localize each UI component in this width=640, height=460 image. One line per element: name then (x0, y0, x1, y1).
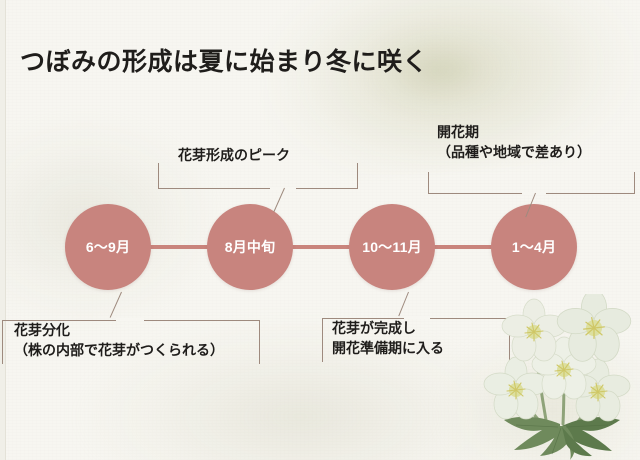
flower-stems (514, 344, 600, 427)
flower-4 (483, 356, 549, 420)
callout-leader-peak (273, 187, 285, 212)
callout-label-peak-line-1: 花芽形成のピーク (178, 147, 290, 163)
background-wash-bottom-right (410, 300, 640, 460)
timeline-node-1-label: 6〜9月 (85, 239, 131, 255)
timeline-node-2-label: 8月中旬 (224, 239, 276, 255)
callout-label-bloom: 開花期 （品種や地域で差あり） (437, 122, 591, 163)
left-accent-bar (0, 0, 6, 460)
callout-bracket-peak (158, 163, 358, 189)
callout-bracket-bloom (428, 172, 635, 194)
callout-label-differentiation: 花芽分化 （株の内部で花芽がつくられる） (14, 320, 224, 361)
callout-leader-differentiation (109, 291, 122, 318)
flower-leaves (504, 416, 620, 460)
flower-2 (556, 294, 632, 362)
timeline-connector-1 (148, 245, 210, 249)
callout-label-differentiation-line-1: 花芽分化 (14, 322, 70, 338)
callout-bracket-peak-notch (270, 187, 296, 190)
timeline-node-4[interactable]: 1〜4月 (491, 204, 577, 290)
flower-5 (565, 358, 631, 422)
callout-leader-ready (398, 291, 409, 317)
flower-3 (531, 336, 597, 400)
callout-label-ready: 花芽が完成し 開花準備期に入る (332, 318, 444, 359)
timeline-node-3[interactable]: 10〜11月 (349, 204, 435, 290)
callout-label-differentiation-line-2: （株の内部で花芽がつくられる） (14, 342, 224, 359)
hellebore-flowers-illustration (483, 294, 632, 460)
page-title: つぼみの形成は夏に始まり冬に咲く (20, 48, 429, 76)
timeline-connector-2 (290, 245, 352, 249)
callout-label-bloom-line-2: （品種や地域で差あり） (437, 144, 591, 161)
timeline-node-2[interactable]: 8月中旬 (207, 204, 293, 290)
timeline-connector-3 (432, 245, 494, 249)
callout-label-peak: 花芽形成のピーク (178, 145, 290, 165)
callout-bracket-bloom-notch (522, 192, 546, 195)
flower-1 (501, 298, 567, 362)
callout-label-ready-line-2: 開花準備期に入る (332, 340, 444, 357)
timeline-node-1[interactable]: 6〜9月 (65, 204, 151, 290)
timeline-node-4-label: 1〜4月 (511, 239, 557, 255)
callout-label-ready-line-1: 花芽が完成し (332, 320, 416, 336)
timeline-node-3-label: 10〜11月 (362, 239, 422, 255)
callout-label-bloom-line-1: 開花期 (437, 124, 479, 140)
